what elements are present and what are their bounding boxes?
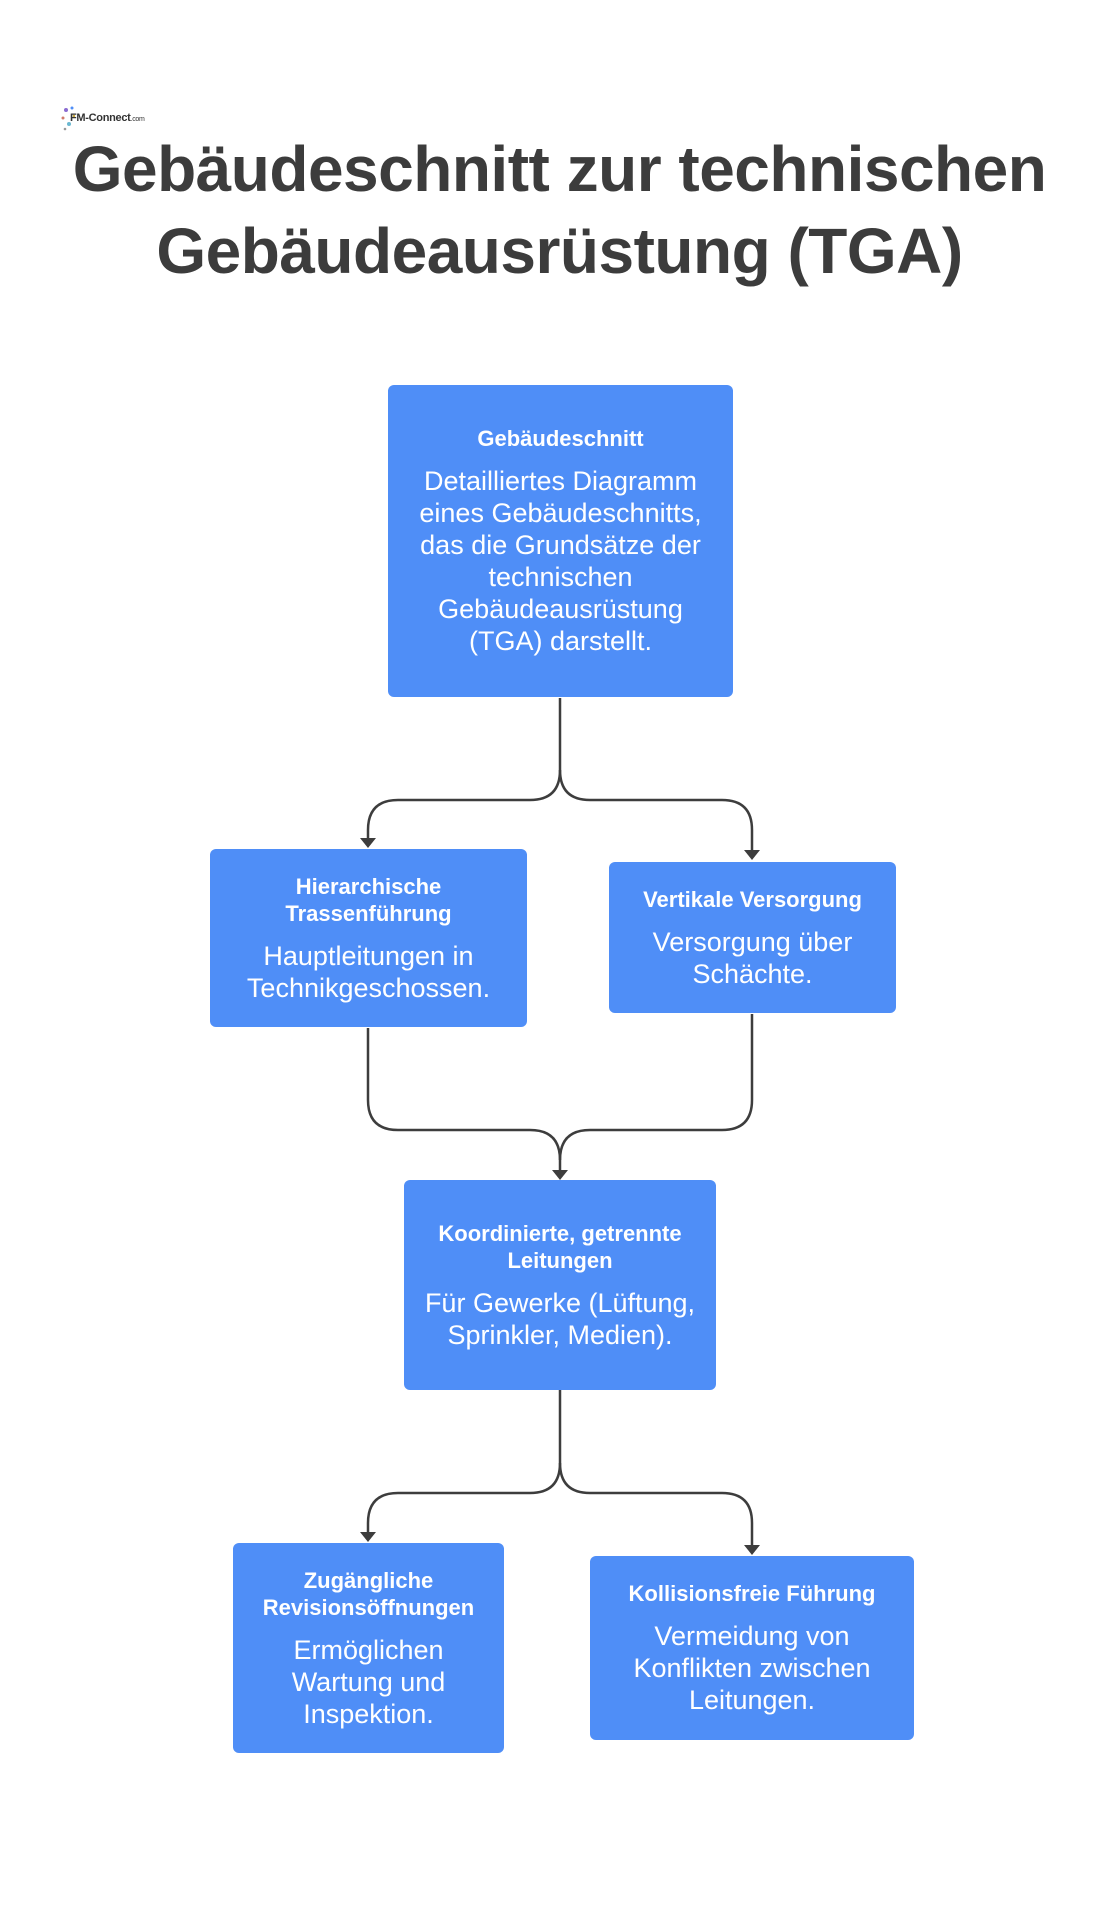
arrowhead-collision (744, 1545, 760, 1555)
node-revisionsoeffnungen: Zugängliche Revisionsöffnungen Ermöglich… (233, 1543, 504, 1753)
arrowhead-coordinated (552, 1170, 568, 1180)
node-vertikale-versorgung-heading: Vertikale Versorgung (643, 886, 862, 912)
node-koordinierte-leitungen-heading: Koordinierte, getrennte Leitungen (438, 1220, 682, 1273)
node-revisionsoeffnungen-text: Ermöglichen Wartung und Inspektion. (291, 1634, 446, 1729)
edge-root-to-hierarchical (366, 769, 562, 838)
arrowhead-hierarchical (360, 838, 376, 848)
node-gebaeudeschnitt: Gebäudeschnitt Detailliertes Diagramm ei… (388, 385, 733, 697)
node-vertikale-versorgung-text: Versorgung über Schächte. (652, 926, 853, 989)
logo-suffix: .com (130, 116, 145, 123)
node-hierarchische-trassenfuehrung: Hierarchische Trassenführung Hauptleitun… (210, 849, 527, 1027)
node-hierarchische-trassenfuehrung-text: Hauptleitungen in Technikgeschossen. (246, 940, 491, 1003)
node-vertikale-versorgung: Vertikale Versorgung Versorgung über Sch… (609, 862, 896, 1013)
edge-vertical-to-coordinated (558, 1014, 754, 1161)
page-title: Gebäudeschnitt zur technischen Gebäudeau… (72, 133, 1047, 287)
edge-coordinated-to-collision (558, 1462, 754, 1545)
edge-hierarchical-to-coordinated (366, 1028, 562, 1170)
fm-connect-logo (61, 106, 76, 131)
arrowhead-vertical (744, 850, 760, 860)
node-koordinierte-leitungen-text: Für Gewerke (Lüftung, Sprinkler, Medien)… (424, 1287, 696, 1350)
node-kollisionsfreie-fuehrung-heading: Kollisionsfreie Führung (628, 1581, 876, 1606)
node-gebaeudeschnitt-heading: Gebäudeschnitt (477, 426, 644, 451)
edge-coordinated-to-access (366, 1462, 562, 1532)
logo-wordmark: FM-Connect.com (70, 112, 145, 124)
node-revisionsoeffnungen-heading: Zugängliche Revisionsöffnungen (262, 1567, 475, 1620)
node-hierarchische-trassenfuehrung-heading: Hierarchische Trassenführung (285, 873, 452, 926)
arrowhead-access (360, 1532, 376, 1542)
node-kollisionsfreie-fuehrung: Kollisionsfreie Führung Vermeidung von K… (590, 1556, 914, 1740)
edge-root-to-vertical (558, 769, 754, 850)
node-kollisionsfreie-fuehrung-text: Vermeidung von Konflikten zwischen Leitu… (633, 1621, 871, 1715)
logo-brand: FM-Connect (70, 112, 131, 124)
node-koordinierte-leitungen: Koordinierte, getrennte Leitungen Für Ge… (404, 1180, 716, 1390)
node-gebaeudeschnitt-text: Detailliertes Diagramm eines Gebäudeschn… (419, 466, 702, 656)
